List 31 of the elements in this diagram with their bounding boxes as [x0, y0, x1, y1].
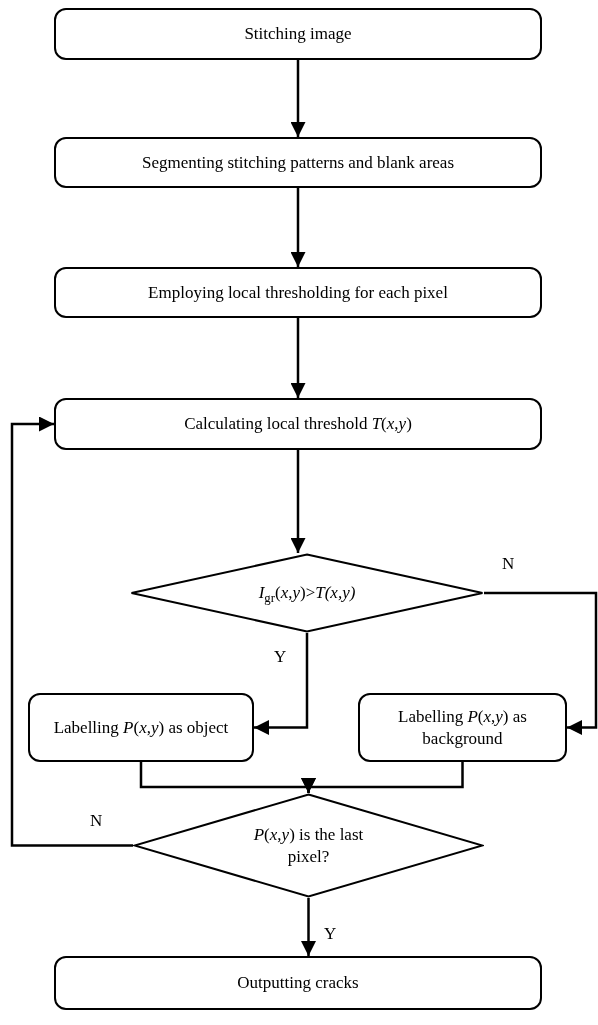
arrow [301, 762, 464, 793]
edge-label: N [88, 812, 105, 829]
arrow [10, 416, 133, 847]
process-box [54, 398, 542, 450]
process-box [358, 693, 567, 762]
arrow [290, 450, 306, 553]
arrow [290, 60, 306, 137]
node-text: I$_{gr}$(x,y)>T(x,y) [258, 582, 356, 604]
node-text: Outputting cracks [237, 972, 359, 994]
decision-diamond [130, 553, 484, 633]
process-box [54, 267, 542, 318]
node-text: Labelling P(x,y) as background [397, 706, 528, 749]
decision-diamond [133, 793, 484, 898]
node-text: Employing local thresholding for each pixel [148, 281, 448, 304]
node-text: P(x,y) is the last pixel? [252, 824, 365, 867]
edge-label: Y [272, 648, 289, 665]
process-box [54, 956, 542, 1010]
process-box [54, 137, 542, 188]
node-text: Stitching image [244, 23, 352, 45]
arrow [290, 318, 306, 398]
node-text: Labelling P(x,y) as object [53, 716, 229, 739]
arrow [290, 188, 306, 267]
edge-label: Y [322, 925, 339, 942]
node-text: Segmenting stitching patterns and blank areas [141, 151, 455, 174]
node-text: Calculating local threshold T(x,y) [184, 413, 412, 435]
arrow [301, 898, 316, 956]
process-box [54, 8, 542, 60]
process-box [28, 693, 254, 762]
arrow [484, 591, 598, 735]
arrow [254, 633, 309, 735]
edge-label: N [500, 555, 517, 572]
